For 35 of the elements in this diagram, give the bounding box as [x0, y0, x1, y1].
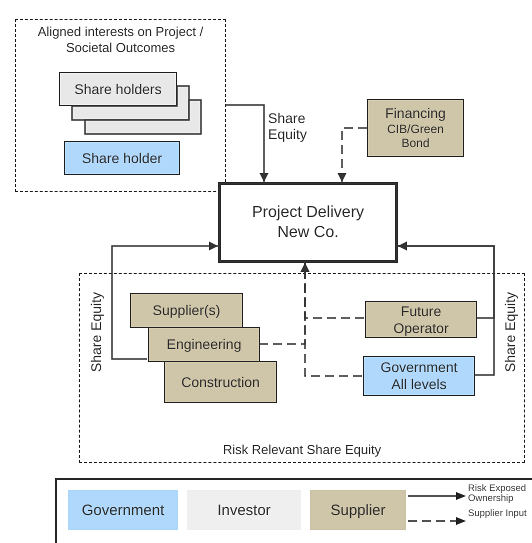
node-label: Government All levels — [379, 359, 459, 393]
dashed-arrow — [338, 127, 367, 182]
process-box — [148, 327, 260, 362]
legend-text: Government — [82, 502, 164, 518]
node-label: Share holders — [74, 80, 162, 98]
node-label: Construction — [181, 374, 260, 390]
group-title: Aligned interests on Project / Societal Outcomes — [36, 23, 204, 57]
node-label: Project Delivery New Co. — [251, 203, 365, 242]
process-box — [64, 141, 180, 175]
legend-text: Risk Exposed Ownership — [468, 484, 528, 504]
process-box — [59, 72, 177, 106]
node-label: CIB/Green Bond — [386, 122, 445, 151]
process-box — [367, 99, 464, 157]
process-box — [130, 293, 243, 328]
dashed-group-box — [15, 19, 226, 192]
legend-text: Investor — [217, 502, 271, 518]
node-label: Supplier(s) — [152, 302, 220, 319]
process-box — [218, 182, 398, 263]
node-label: Future Operator — [392, 302, 450, 336]
arrow — [398, 242, 495, 376]
process-box — [365, 301, 477, 338]
legend-text: Supplier — [330, 502, 386, 518]
edge-label: Share Equity — [88, 292, 104, 372]
node-label: Share holder — [82, 150, 162, 166]
group-title: Risk Relevant Share Equity — [222, 441, 382, 460]
dashed-group-box — [79, 273, 525, 463]
node-label: Financing — [385, 105, 446, 122]
arrow — [226, 104, 268, 182]
legend-text: Supplier Input — [468, 509, 528, 519]
node-label: Engineering — [166, 336, 242, 353]
dashed-arrow — [300, 263, 362, 377]
process-box — [164, 361, 277, 403]
process-box — [363, 356, 475, 396]
edge-label: Share Equity — [502, 292, 518, 372]
arrow — [111, 242, 218, 360]
